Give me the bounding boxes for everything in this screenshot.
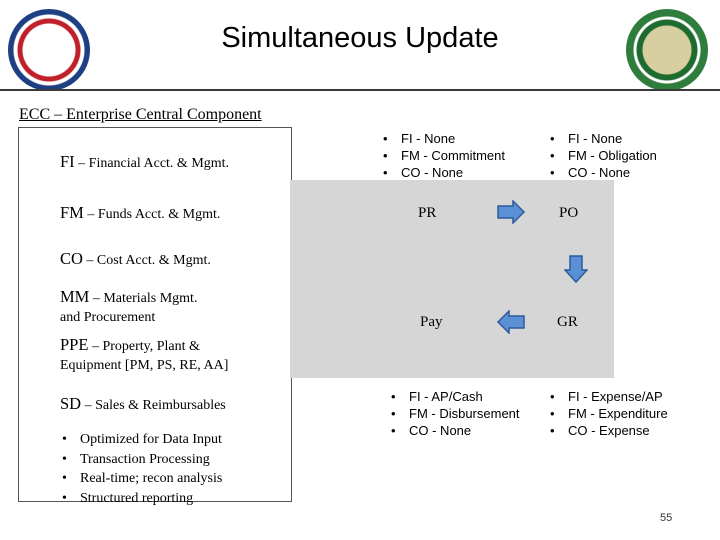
module-fm: FM – Funds Acct. & Mgmt. <box>60 203 220 224</box>
module-abbr: FM <box>60 203 84 222</box>
module-abbr: SD <box>60 394 82 413</box>
list-item: FI - None <box>548 130 657 147</box>
module-desc: – Property, Plant & <box>88 339 200 354</box>
module-desc: – Cost Acct. & Mgmt. <box>82 253 211 268</box>
module-desc: – Materials Mgmt. <box>89 291 198 306</box>
list-item: Optimized for Data Input <box>62 430 222 450</box>
module-ppe: PPE – Property, Plant & Equipment [PM, P… <box>60 335 228 375</box>
module-desc: – Funds Acct. & Mgmt. <box>83 207 221 222</box>
list-item: CO - None <box>548 164 657 181</box>
pay-label: Pay <box>420 314 443 330</box>
pr-label: PR <box>418 205 437 221</box>
list-item: Transaction Processing <box>62 450 222 470</box>
army-financial-seal-logo <box>8 9 90 91</box>
list-item: FM - Disbursement <box>389 405 520 422</box>
gr-label: GR <box>557 314 578 330</box>
ecc-features-list: Optimized for Data Input Transaction Pro… <box>62 430 222 508</box>
gr-postings-list: FI - Expense/AP FM - Expenditure CO - Ex… <box>548 388 668 439</box>
module-sd: SD – Sales & Reimbursables <box>60 394 226 415</box>
list-item: CO - None <box>381 164 505 181</box>
header-divider <box>0 89 720 91</box>
po-postings-list: FI - None FM - Obligation CO - None <box>548 130 657 181</box>
module-desc-line2: and Procurement <box>60 310 156 325</box>
list-item: FI - AP/Cash <box>389 388 520 405</box>
arrow-left-icon <box>496 310 525 334</box>
module-co: CO – Cost Acct. & Mgmt. <box>60 249 211 270</box>
module-abbr: FI <box>60 152 75 171</box>
module-abbr: CO <box>60 249 83 268</box>
pr-postings-list: FI - None FM - Commitment CO - None <box>381 130 505 181</box>
list-item: FI - None <box>381 130 505 147</box>
pay-postings-list: FI - AP/Cash FM - Disbursement CO - None <box>389 388 520 439</box>
army-finance-command-seal-logo <box>626 9 708 91</box>
module-desc: – Sales & Reimbursables <box>81 398 226 413</box>
list-item: CO - Expense <box>548 422 668 439</box>
list-item: Real-time; recon analysis <box>62 469 222 489</box>
flow-panel <box>290 180 614 378</box>
module-desc: – Financial Acct. & Mgmt. <box>74 156 230 171</box>
slide-title: Simultaneous Update <box>221 22 499 54</box>
module-mm: MM – Materials Mgmt. and Procurement <box>60 287 197 327</box>
module-desc-line2: Equipment [PM, PS, RE, AA] <box>60 358 229 373</box>
list-item: FM - Expenditure <box>548 405 668 422</box>
module-fi: FI – Financial Acct. & Mgmt. <box>60 152 229 173</box>
list-item: FM - Commitment <box>381 147 505 164</box>
module-abbr: PPE <box>60 335 89 354</box>
po-label: PO <box>559 205 579 221</box>
list-item: CO - None <box>389 422 520 439</box>
module-abbr: MM <box>60 287 90 306</box>
ecc-heading: ECC – Enterprise Central Component <box>19 106 262 123</box>
page-number: 55 <box>660 512 673 524</box>
list-item: FI - Expense/AP <box>548 388 668 405</box>
arrow-right-icon <box>497 200 526 224</box>
list-item: Structured reporting <box>62 489 222 509</box>
list-item: FM - Obligation <box>548 147 657 164</box>
arrow-down-icon <box>564 255 588 284</box>
